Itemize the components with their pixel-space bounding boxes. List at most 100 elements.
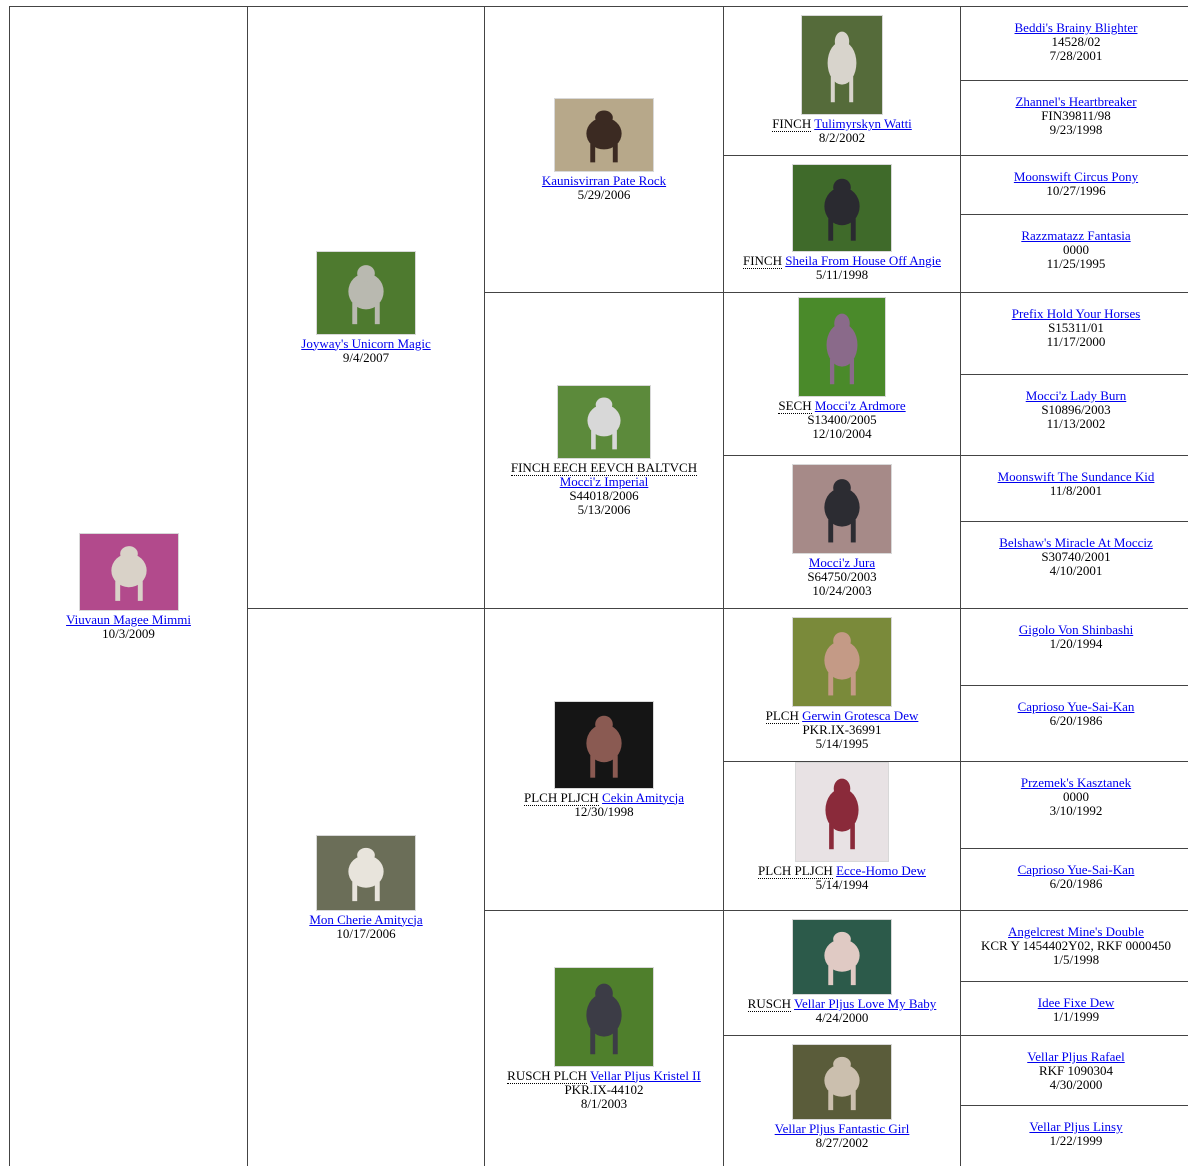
dog-name-link[interactable]: Vellar Pljus Love My Baby	[794, 996, 937, 1011]
dog-name-line: Caprioso Yue-Sai-Kan	[1018, 863, 1135, 877]
dog-registration: 14528/02	[1051, 34, 1101, 49]
dog-name-link[interactable]: Razzmatazz Fantasia	[1021, 228, 1131, 243]
dog-titles: RUSCH PLCH	[507, 1067, 587, 1084]
dog-name-link[interactable]: Kaunisvirran Pate Rock	[541, 172, 667, 188]
dog-name-link[interactable]: Vellar Pljus Fantastic Girl	[774, 1121, 910, 1136]
dog-name-link[interactable]: Joyway's Unicorn Magic	[301, 335, 431, 351]
dog-name-link[interactable]: Moonswift The Sundance Kid	[997, 469, 1155, 484]
dog-name-line: Vellar Pljus Fantastic Girl	[775, 1122, 910, 1136]
dog-birthdate: 10/24/2003	[812, 583, 872, 598]
dog-name-link[interactable]: Mocci'z Jura	[808, 555, 876, 570]
dog-name-link[interactable]: Vellar Pljus Rafael	[1027, 1049, 1125, 1064]
dog-name-line: Caprioso Yue-Sai-Kan	[1018, 700, 1135, 714]
dog-name-line: Mocci'z Lady Burn	[1026, 389, 1127, 403]
dog-photo[interactable]	[801, 15, 883, 115]
dog-photo[interactable]	[78, 532, 179, 611]
dog-photo[interactable]	[792, 919, 892, 995]
dog-registration: S10896/2003	[1041, 402, 1111, 417]
dog-titles: PLCH PLJCH	[524, 789, 599, 806]
dog-name-line: Beddi's Brainy Blighter	[1015, 21, 1138, 35]
dog-name-link[interactable]: Prefix Hold Your Horses	[1011, 306, 1141, 321]
dog-photo[interactable]	[798, 297, 886, 397]
dog-birthdate: 3/10/1992	[1049, 803, 1103, 818]
dog-photo[interactable]	[554, 966, 654, 1067]
dog-photo[interactable]	[557, 384, 651, 459]
dog-birthdate: 5/14/1994	[815, 877, 869, 892]
dog-name-line: Vellar Pljus Rafael	[1027, 1050, 1124, 1064]
dog-name-line: FINCH EECH EEVCH BALTVCH	[510, 459, 698, 476]
dog-birthdate: 5/13/2006	[577, 501, 631, 517]
dog-name-link[interactable]: Cekin Amitycja	[602, 789, 684, 805]
dog-photo[interactable]	[316, 250, 416, 335]
dog-registration: 0000	[1063, 789, 1089, 804]
dog-name-line: Viuvaun Magee Mimmi	[66, 611, 191, 627]
dog-name-link[interactable]: Gigolo Von Shinbashi	[1018, 622, 1134, 637]
dog-name-link[interactable]: Mocci'z Lady Burn	[1025, 388, 1127, 403]
dog-name-line: Belshaw's Miracle At Mocciz	[999, 536, 1153, 550]
dog-name-link[interactable]: Tulimyrskyn Watti	[814, 116, 912, 131]
dog-name-link[interactable]: Angelcrest Mine's Double	[1008, 924, 1144, 939]
dog-name-link[interactable]: Sheila From House Off Angie	[785, 253, 941, 268]
dog-name-link[interactable]: Beddi's Brainy Blighter	[1014, 20, 1138, 35]
dog-birthdate: 9/4/2007	[342, 349, 390, 365]
dog-titles: PLCH	[765, 708, 799, 724]
dog-name-link[interactable]: Gerwin Grotesca Dew	[802, 708, 919, 723]
dog-photo[interactable]	[792, 1044, 892, 1120]
dog-name-link[interactable]: Ecce-Homo Dew	[836, 863, 926, 878]
dog-name-line: FINCH Sheila From House Off Angie	[742, 253, 941, 269]
dog-birthdate: 11/13/2002	[1046, 416, 1106, 431]
dog-birthdate: 10/27/1996	[1046, 183, 1106, 198]
dog-name-link[interactable]: Vellar Pljus Linsy	[1029, 1119, 1123, 1134]
dog-photo[interactable]	[792, 464, 892, 554]
dog-name-link[interactable]: Zhannel's Heartbreaker	[1015, 94, 1137, 109]
dog-name-link[interactable]: Mocci'z Imperial	[559, 473, 649, 489]
dog-name-line: Gigolo Von Shinbashi	[1019, 623, 1133, 637]
dog-name-link[interactable]: Mon Cherie Amitycja	[309, 911, 423, 927]
dog-registration: S30740/2001	[1041, 549, 1111, 564]
dog-name-line: Mocci'z Jura	[809, 556, 875, 570]
dog-photo[interactable]	[792, 617, 892, 707]
dog-titles: FINCH	[772, 116, 812, 132]
dog-photo[interactable]	[792, 164, 892, 252]
dog-registration: S44018/2006	[569, 487, 639, 503]
dog-titles: SECH	[778, 398, 812, 414]
dog-name-link[interactable]: Belshaw's Miracle At Mocciz	[999, 535, 1153, 550]
dog-name-line: Zhannel's Heartbreaker	[1015, 95, 1136, 109]
dog-name-line: FINCH Tulimyrskyn Watti	[772, 116, 912, 132]
dog-name-link[interactable]: Mocci'z Ardmore	[814, 398, 906, 413]
dog-name-link[interactable]: Viuvaun Magee Mimmi	[66, 611, 191, 627]
dog-name-line: SECH Mocci'z Ardmore	[778, 398, 906, 414]
dog-name-link[interactable]: Idee Fixe Dew	[1037, 995, 1115, 1010]
dog-name-line: RUSCH Vellar Pljus Love My Baby	[747, 996, 937, 1012]
dog-name-line: Idee Fixe Dew	[1038, 996, 1115, 1010]
dog-birthdate: 5/11/1998	[815, 267, 869, 282]
dog-name-link[interactable]: Moonswift Circus Pony	[1013, 169, 1139, 184]
dog-name-link[interactable]: Przemek's Kasztanek	[1020, 775, 1132, 790]
dog-name-link[interactable]: Caprioso Yue-Sai-Kan	[1017, 699, 1135, 714]
dog-photo[interactable]	[795, 762, 889, 862]
dog-photo[interactable]	[554, 97, 654, 172]
dog-titles: PLCH PLJCH	[758, 863, 833, 879]
dog-birthdate: 12/30/1998	[574, 803, 634, 819]
dog-photo[interactable]	[554, 700, 654, 789]
dog-registration: S13400/2005	[807, 412, 877, 427]
dog-name-link[interactable]: Caprioso Yue-Sai-Kan	[1017, 862, 1135, 877]
dog-name-link[interactable]: Vellar Pljus Kristel II	[590, 1067, 701, 1083]
dog-photo[interactable]	[316, 834, 416, 911]
dog-birthdate: 4/10/2001	[1049, 563, 1103, 578]
